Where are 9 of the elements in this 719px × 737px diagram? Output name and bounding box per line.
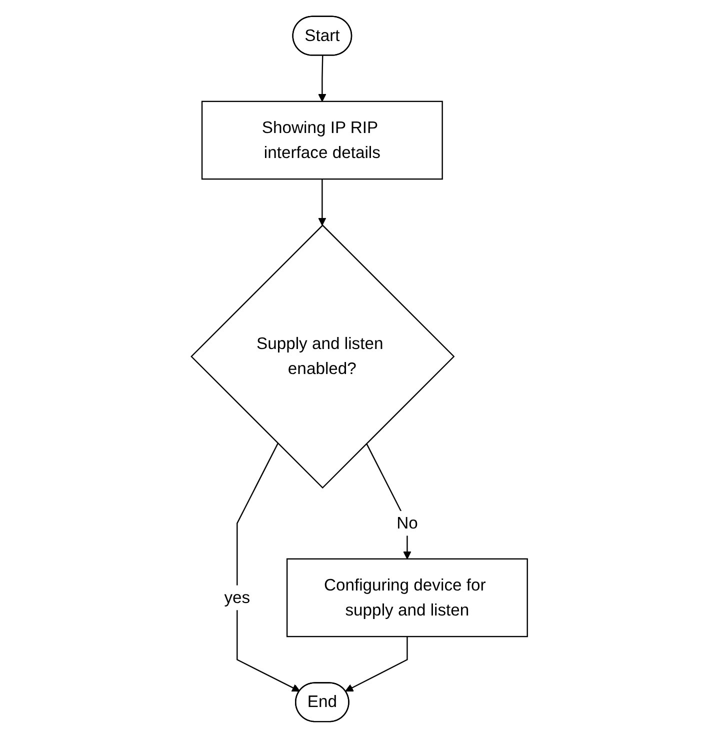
- edge-label: No: [396, 513, 418, 532]
- edge-label: yes: [224, 588, 250, 606]
- arrow: [318, 55, 326, 102]
- node-box: Showing IP RIP interface details: [202, 100, 444, 180]
- arrow: [236, 442, 300, 692]
- arrow: [318, 178, 326, 226]
- node-diamond: Supply and listen enabled?: [190, 224, 455, 488]
- node-box: Configuring device for supply and listen: [286, 558, 528, 637]
- arrow: [345, 636, 408, 692]
